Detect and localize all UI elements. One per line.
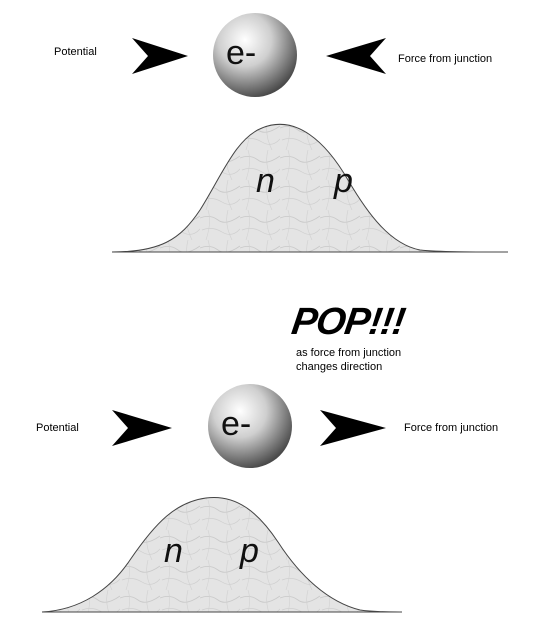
top-scene: Potential e- Force from junction n p xyxy=(0,0,556,270)
force-label-bottom: Force from junction xyxy=(404,422,499,434)
pop-subtitle-line2: changes direction xyxy=(296,361,383,373)
electron-label-bottom: e- xyxy=(221,405,252,443)
electron-sphere-top-icon xyxy=(213,13,297,97)
pop-subtitle-line1: as force from junction xyxy=(296,347,402,359)
electron-sphere-bottom-icon xyxy=(208,384,292,468)
potential-arrow-bottom-icon xyxy=(112,410,172,446)
potential-label-top: Potential xyxy=(54,46,97,58)
n-region-label-bottom: n xyxy=(164,532,183,570)
potential-label-bottom: Potential xyxy=(36,422,79,434)
junction-force-arrow-bottom-icon xyxy=(320,410,386,446)
p-region-label-top: p xyxy=(334,162,353,200)
electron-label-top: e- xyxy=(226,34,257,72)
force-label-top: Force from junction xyxy=(398,53,493,65)
junction-force-arrow-top-icon xyxy=(326,38,386,74)
bottom-scene: Potential e- Force from junction n p xyxy=(0,290,556,618)
junction-hill-top xyxy=(111,123,506,253)
junction-hill-bottom xyxy=(41,496,401,613)
top-scene-graphics xyxy=(111,13,508,253)
bottom-scene-graphics xyxy=(41,384,402,613)
potential-arrow-top-icon xyxy=(132,38,188,74)
p-region-label-bottom: p xyxy=(240,532,259,570)
n-region-label-top: n xyxy=(256,162,275,200)
